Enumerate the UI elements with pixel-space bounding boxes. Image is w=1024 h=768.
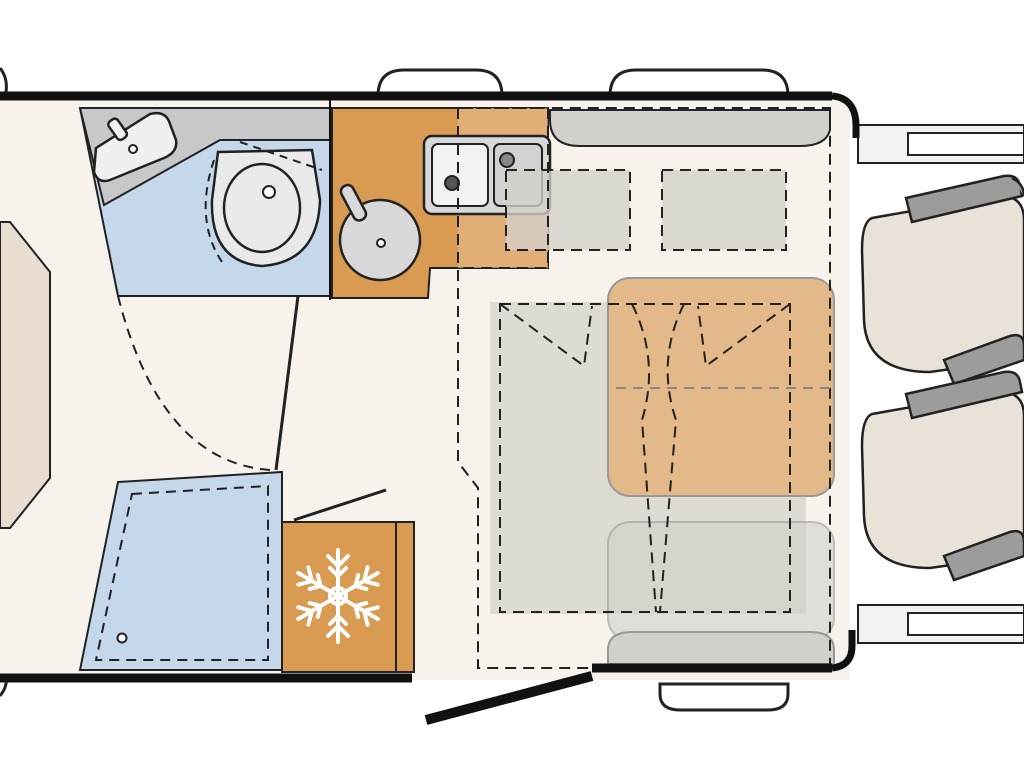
dinette-seat-front [607,521,835,641]
bed-conversion-outlines [457,107,831,669]
dinette-bench-bottom [607,631,835,665]
washroom-door [274,295,300,471]
cab-seat-passenger [860,174,1024,386]
bench-cushion-left [506,170,630,250]
washroom-door-swing [117,295,271,471]
shower-tray-edge [94,484,269,661]
shower-drain [116,632,128,644]
roof-window-1 [376,68,504,98]
toilet-icon [204,141,323,268]
entrance-door [424,671,594,725]
cab-seat-driver [860,370,1024,582]
walls [0,91,860,683]
side-window-bottom [658,682,790,712]
rear-edge-top [0,67,8,93]
washbasin-icon [92,111,178,183]
round-sink-icon [338,183,422,282]
fridge-open-door [293,488,387,522]
dinette-bench-top [549,109,831,147]
bench-cushion-right [662,170,786,250]
snowflake-icon [291,548,385,644]
cab-door-bottom-inner [907,612,1024,636]
roof-window-2 [608,68,790,98]
fridge [281,521,415,673]
cab-door-top-inner [907,132,1024,156]
rear-bed [0,221,51,529]
